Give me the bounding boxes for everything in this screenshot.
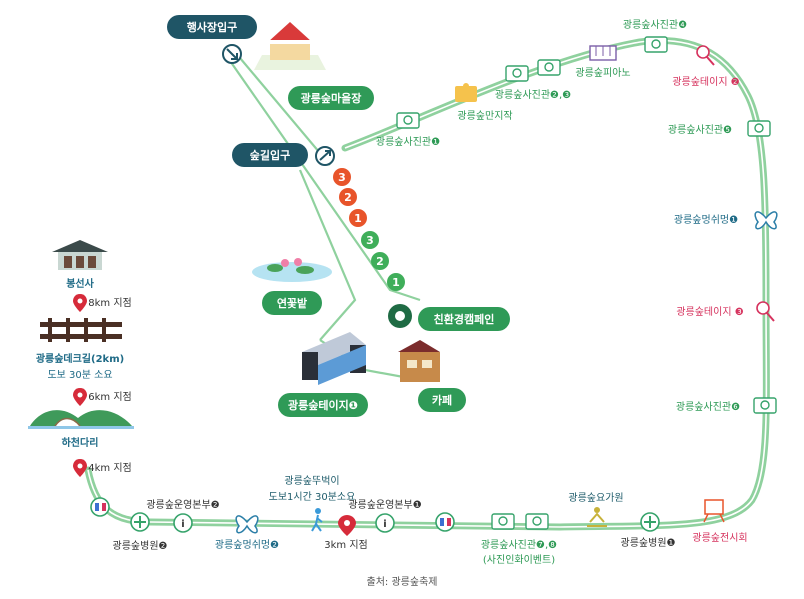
map-pin-icon (73, 388, 87, 406)
arrow-icon (222, 44, 242, 64)
photo23-label: 광릉숲사진관❷,❸ (495, 89, 571, 101)
yoga-label: 광릉숲요가원 (568, 492, 623, 504)
hospital-icon (130, 512, 150, 532)
svg-text:친환경캠페인: 친환경캠페인 (434, 312, 495, 326)
dist3km-label: 3km 지점 (324, 539, 367, 551)
easel-icon (703, 499, 725, 523)
svg-text:2: 2 (344, 191, 352, 204)
camera-icon (396, 112, 420, 129)
restroom-icon (90, 497, 110, 517)
yoga-icon (587, 507, 607, 527)
order-markers: 3 2 1 3 2 1 (333, 168, 405, 291)
dist8km-label: 8km 지점 (88, 297, 131, 309)
stage3-label: 광릉숲테이지 ❸ (676, 306, 743, 318)
camera-icon (505, 59, 561, 82)
village-label[interactable]: 광릉숲마을장 (288, 86, 374, 110)
piano-icon (589, 45, 617, 61)
eco-campaign-label[interactable]: 친환경캠페인 (418, 307, 510, 331)
deck-sub: 도보 30분 소요 (47, 369, 112, 381)
craft-label: 광릉숲만지작 (457, 110, 512, 122)
walk-sub: 도보1시간 30분소요 (269, 491, 356, 503)
hq1-label: 광릉숲운영본부❶ (348, 499, 421, 511)
restroom-icon (435, 512, 455, 532)
main-route (84, 37, 770, 531)
svg-text:3: 3 (338, 171, 346, 184)
hq2-label: 광릉숲운영본부❷ (146, 499, 219, 511)
temple-icon (52, 240, 108, 270)
dist6km-label: 6km 지점 (88, 391, 131, 403)
svg-text:i: i (181, 519, 184, 530)
butterfly-icon (235, 515, 259, 534)
svg-text:1: 1 (354, 212, 362, 225)
event-entrance[interactable]: 행사장입구 (167, 15, 257, 39)
camera-icon (644, 36, 668, 53)
cafe-icon (398, 340, 440, 382)
camera-icon (747, 120, 771, 137)
lotus-icon (252, 258, 332, 282)
svg-text:카페: 카페 (432, 393, 452, 407)
svg-text:1: 1 (392, 276, 400, 289)
photo78-sub-label: (사진인화이벤트) (483, 554, 555, 566)
map-pin-icon (73, 459, 87, 477)
svg-text:광릉숲마을장: 광릉숲마을장 (301, 91, 362, 105)
microphone-icon (696, 45, 715, 66)
svg-text:3: 3 (366, 234, 374, 247)
map-pin-icon (338, 515, 356, 536)
deck-icon (40, 318, 122, 342)
dist4km-label: 4km 지점 (88, 462, 131, 474)
svg-text:i: i (383, 519, 386, 530)
butterfly-icon (754, 211, 778, 230)
hospital1-label: 광릉숲병원❶ (621, 537, 676, 549)
stage-icon (302, 332, 366, 385)
source-caption: 출처: 광릉숲축제 (367, 576, 438, 588)
photo6-label: 광릉숲사진관❻ (676, 401, 740, 413)
walker-icon (311, 508, 323, 532)
lotus-label[interactable]: 연꽃밭 (262, 291, 322, 315)
bridge-icon (28, 410, 134, 429)
arrow-icon (315, 146, 335, 166)
svg-text:숲길입구: 숲길입구 (250, 149, 290, 162)
svg-text:2: 2 (376, 255, 384, 268)
deck-title: 광릉숲데크길(2km) (36, 352, 124, 365)
photo4-label: 광릉숲사진관❹ (623, 19, 687, 31)
info-icon: i (173, 513, 193, 533)
microphone-icon (756, 301, 775, 322)
camera-icon (491, 513, 549, 530)
puzzle-icon (455, 83, 477, 102)
stage2-label: 광릉숲테이지 ❷ (672, 76, 739, 88)
rest1-label: 광릉숲멍쉬멍❶ (674, 214, 738, 226)
bongseonsa-label: 봉선사 (66, 277, 94, 290)
piano-label: 광릉숲피아노 (575, 67, 630, 79)
svg-text:연꽃밭: 연꽃밭 (277, 296, 307, 310)
svg-text:행사장입구: 행사장입구 (187, 20, 238, 34)
photo1-label: 광릉숲사진관❶ (376, 136, 440, 148)
map-pin-icon (73, 294, 87, 312)
cafe-label[interactable]: 카페 (418, 388, 466, 412)
camera-icon (753, 397, 777, 414)
hospital2-label: 광릉숲병원❷ (113, 540, 168, 552)
svg-text:광릉숲테이지❶: 광릉숲테이지❶ (288, 398, 358, 412)
photo78-label: 광릉숲사진관❼,❽ (481, 539, 557, 551)
stage1-label[interactable]: 광릉숲테이지❶ (278, 393, 368, 417)
forest-entrance[interactable]: 숲길입구 (232, 143, 308, 167)
rest2-label: 광릉숲멍쉬멍❷ (215, 539, 279, 551)
starbucks-logo (388, 304, 412, 328)
photo5-label: 광릉숲사진관❺ (668, 124, 732, 136)
tent-icon (254, 22, 326, 70)
walk-title: 광릉숲뚜벅이 (284, 475, 339, 487)
hacheon-label: 하천다리 (62, 436, 99, 449)
info-icon: i (375, 513, 395, 533)
hospital-icon (640, 512, 660, 532)
exhibition-label: 광릉숲전시회 (692, 532, 747, 544)
